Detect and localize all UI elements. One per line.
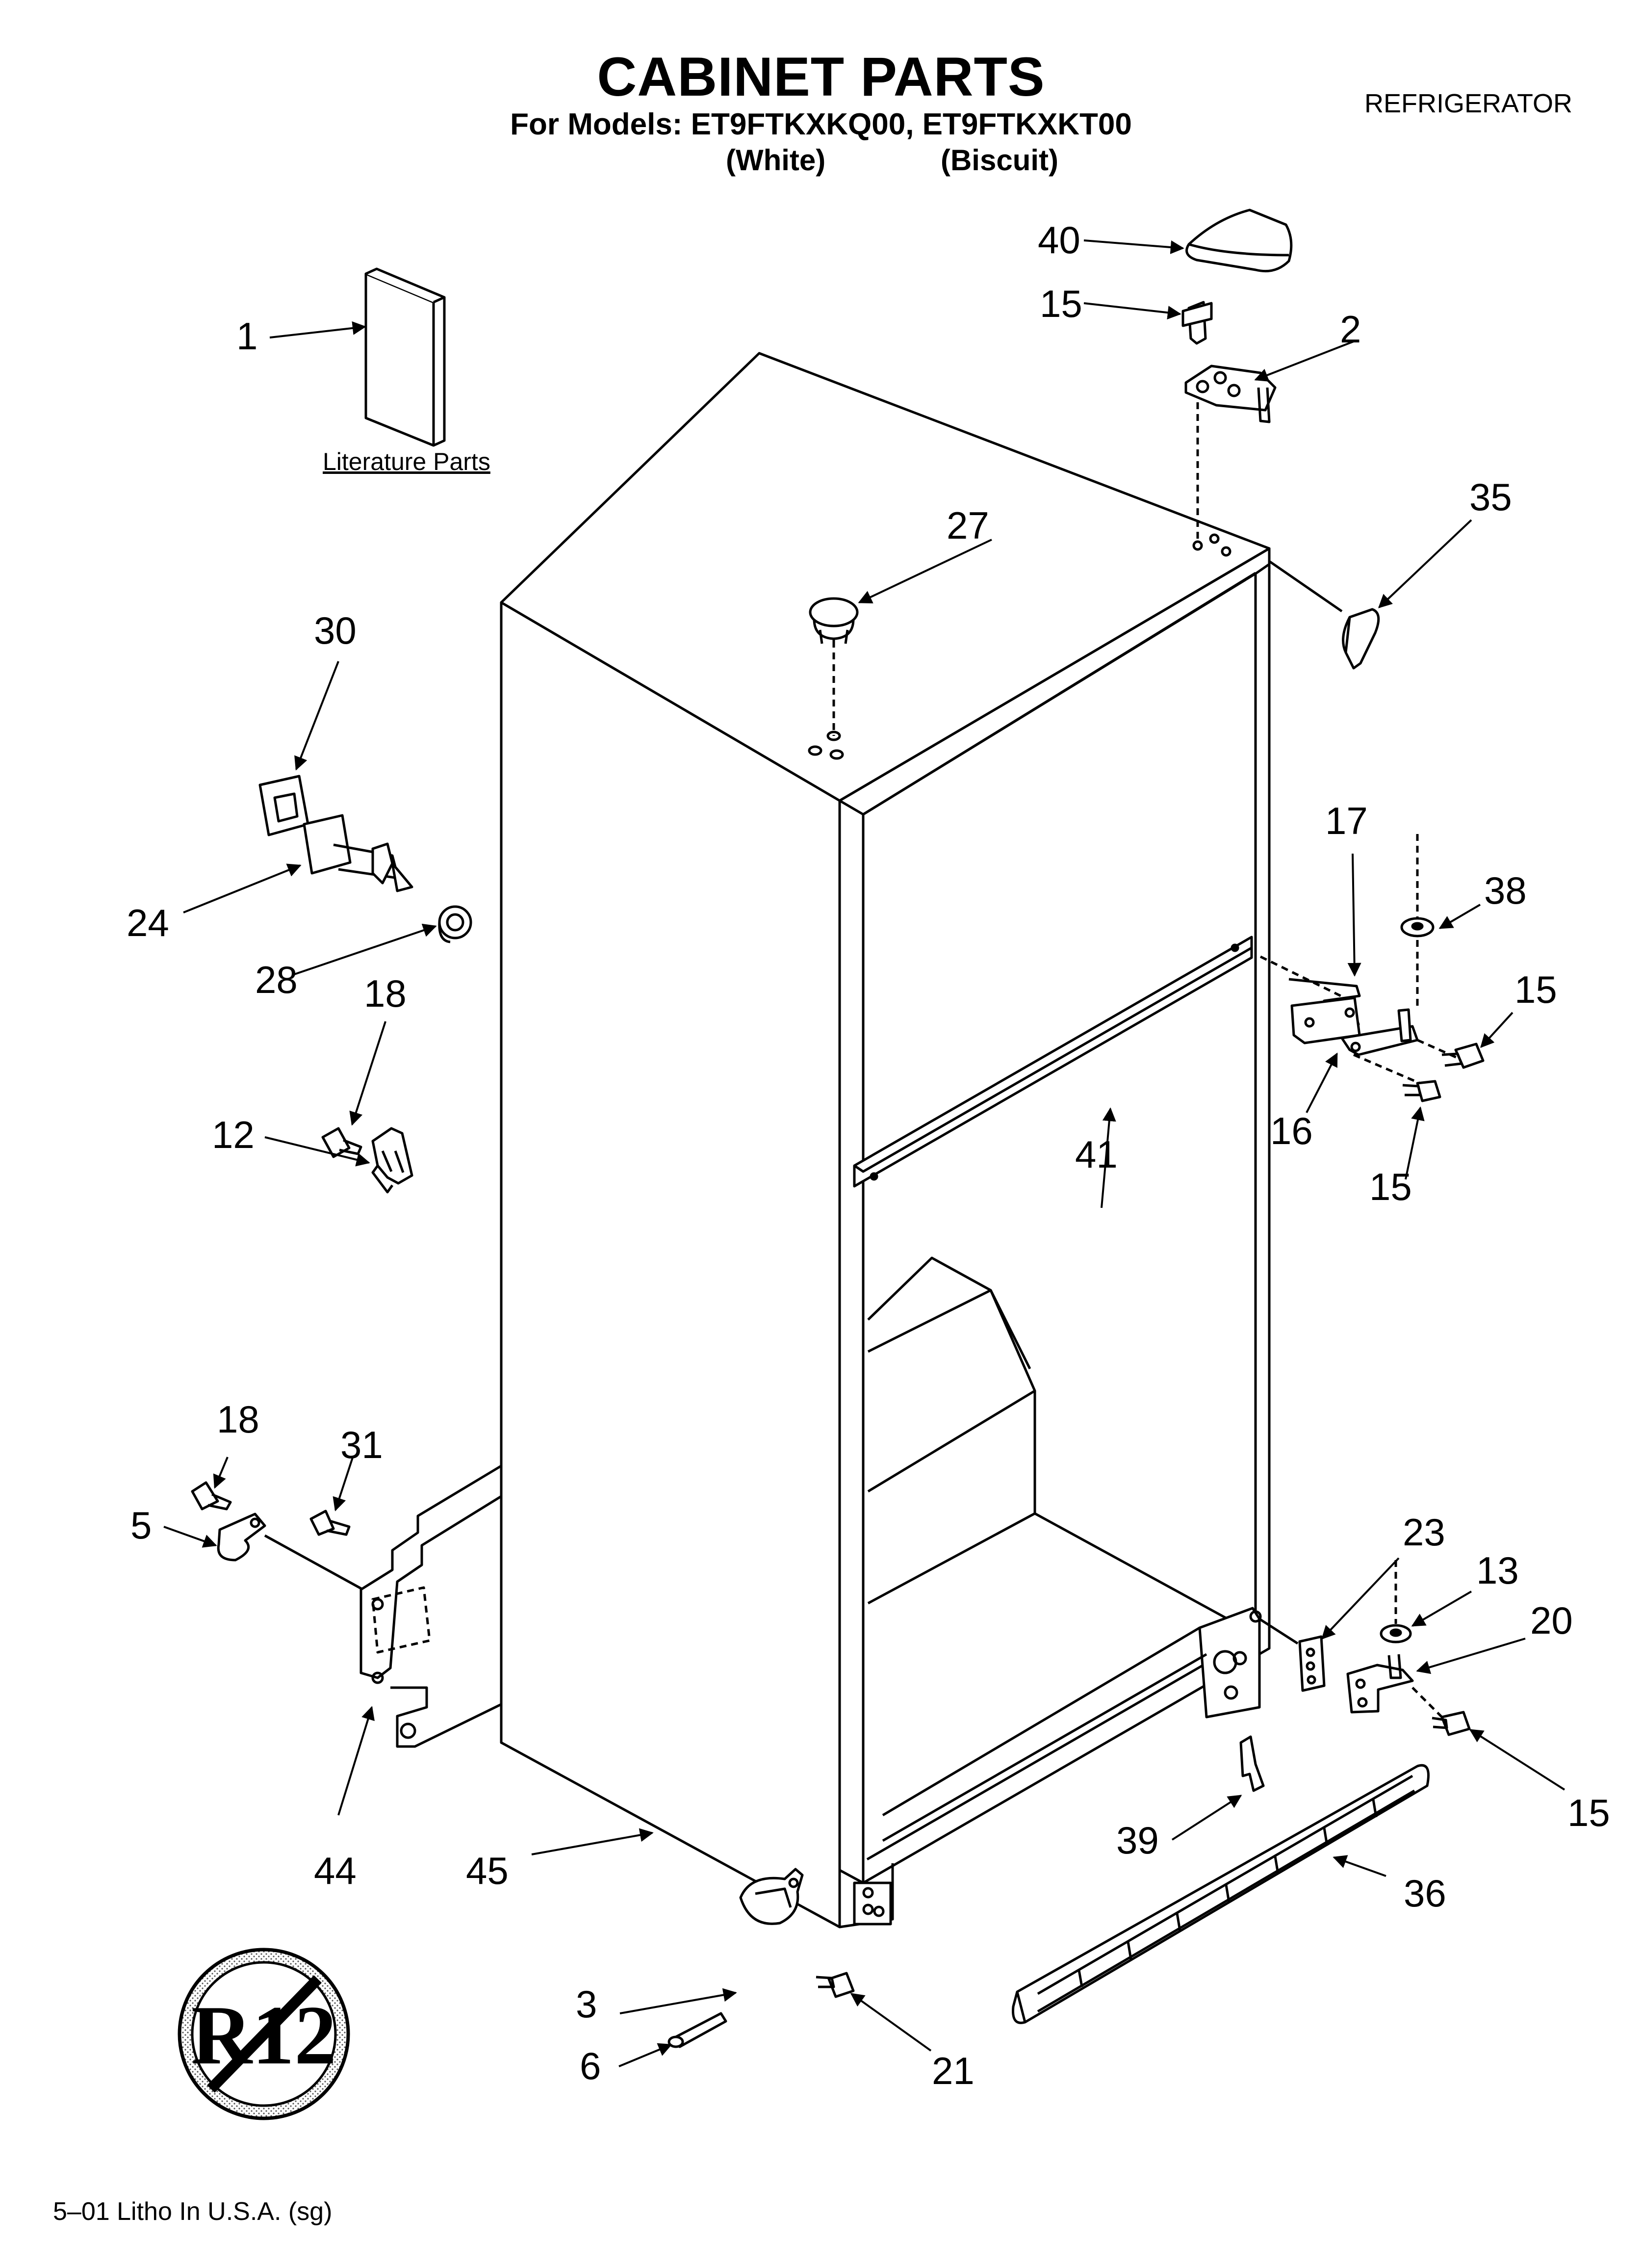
strike-12-icon (371, 1127, 413, 1194)
callout-3: 3 (576, 1982, 597, 2026)
literature-parts-label: Literature Parts (323, 448, 490, 475)
divider-rail (853, 936, 1253, 1188)
category-label: REFRIGERATOR (1364, 89, 1573, 118)
callout-13: 13 (1476, 1549, 1519, 1592)
callout-28: 28 (255, 958, 298, 1001)
center-hinge-icon (1288, 978, 1419, 1056)
bracket-44-icon (359, 1464, 503, 1748)
callout-18-upper: 18 (364, 972, 407, 1015)
screw-18-upper-icon (321, 1127, 362, 1158)
leader-lines (163, 239, 1565, 2067)
variant-biscuit-label: (Biscuit) (941, 144, 1058, 177)
callout-15-right: 15 (1514, 968, 1557, 1011)
callout-24: 24 (127, 901, 169, 944)
callout-12: 12 (212, 1113, 255, 1156)
callout-45: 45 (466, 1849, 509, 1892)
r12-slash (207, 1976, 322, 2092)
hinge-clip-icon (1342, 608, 1380, 670)
clamp-5-icon (217, 1512, 266, 1562)
pin-6-icon (667, 2012, 727, 2048)
washer-38-icon (1400, 917, 1435, 938)
grommet-icon (258, 775, 309, 836)
shim-23-icon (1298, 1635, 1326, 1692)
screw-15-bottom-icon (1432, 1711, 1471, 1736)
callout-16: 16 (1270, 1109, 1313, 1152)
callout-23: 23 (1403, 1511, 1445, 1554)
callout-17: 17 (1325, 799, 1368, 842)
screw-21-icon (816, 1972, 855, 1998)
variant-white-label: (White) (726, 144, 826, 177)
grille-clip-39-icon (1239, 1735, 1265, 1792)
cabinet-shell (500, 352, 1271, 1929)
footer-litho-text: 5–01 Litho In U.S.A. (sg) (53, 2197, 333, 2226)
callout-1: 1 (236, 314, 257, 358)
callout-15-bottom: 15 (1567, 1791, 1610, 1834)
callout-15-top: 15 (1040, 282, 1082, 325)
callout-38: 38 (1484, 869, 1527, 912)
hinge-cover-icon (1185, 209, 1293, 273)
door-stop-pin-icon (303, 814, 413, 892)
callout-2: 2 (1340, 308, 1361, 351)
bottom-front-rail (882, 1626, 1201, 1817)
top-hinge-icon (1181, 301, 1277, 423)
callout-44: 44 (314, 1849, 357, 1892)
washer-13-icon (1380, 1624, 1412, 1643)
models-line: For Models: ET9FTKXKQ00, ET9FTKXKT00 (510, 107, 1132, 141)
callout-27: 27 (947, 504, 989, 547)
callout-35: 35 (1469, 475, 1512, 519)
callout-31: 31 (340, 1423, 383, 1466)
callout-21: 21 (932, 2049, 975, 2092)
bushing-icon (438, 905, 472, 943)
screw-18-lower-icon (191, 1481, 232, 1511)
bottom-hinge-20-icon (1346, 1654, 1414, 1714)
callout-39: 39 (1116, 1819, 1159, 1862)
base-grille-36-icon (1012, 1764, 1430, 2024)
callout-36: 36 (1404, 1872, 1446, 1915)
page-title: CABINET PARTS (597, 46, 1045, 107)
screw-15-lower-icon (1402, 1080, 1441, 1102)
callout-40: 40 (1038, 218, 1080, 261)
screw-31-icon (309, 1510, 351, 1536)
screw-15-right-icon (1441, 1043, 1485, 1069)
callout-30: 30 (314, 609, 357, 652)
literature-booklet-icon (364, 267, 446, 447)
plug-icon (809, 597, 859, 648)
callout-18-lower: 18 (217, 1398, 259, 1441)
callout-6: 6 (580, 2044, 601, 2087)
bottom-hinge-cabinet (1198, 1607, 1262, 1719)
callout-15-center: 15 (1369, 1165, 1412, 1208)
callout-labels: 1 2 3 5 6 12 13 15 15 15 15 16 17 18 18 … (127, 218, 1610, 2092)
leveler-3-icon (739, 1868, 804, 1925)
callout-41: 41 (1075, 1133, 1118, 1176)
callout-5: 5 (130, 1504, 152, 1547)
callout-20: 20 (1530, 1599, 1573, 1642)
